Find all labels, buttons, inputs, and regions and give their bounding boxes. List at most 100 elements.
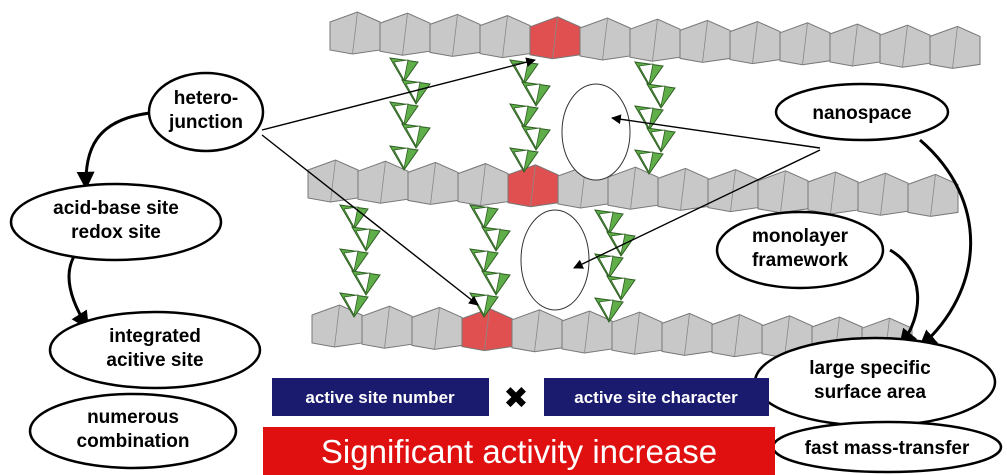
pillar-tetrahedron-face (393, 59, 409, 82)
pillar-tetrahedron-face (650, 85, 666, 108)
banner-activity-increase: Significant activity increase (263, 427, 775, 475)
pillar-tetrahedron-face (598, 211, 614, 234)
pillar-tetrahedron-face (598, 299, 614, 322)
octahedron-edge (484, 308, 490, 351)
octahedron-edge (952, 26, 958, 69)
pillar-tetrahedron-face (343, 206, 359, 229)
pillar-tetrahedron-face (393, 103, 409, 126)
active-site-character-label: active site character (574, 388, 738, 407)
arrow-acid-to-integrated (67, 246, 90, 330)
octahedron-edge (802, 22, 808, 65)
pillar-tetrahedron-face (343, 294, 359, 317)
octahedron-edge (584, 310, 590, 354)
pillar-tetrahedron-face (355, 272, 371, 295)
pillar-tetrahedron-face (513, 105, 529, 128)
octahedron-edge (480, 163, 486, 206)
arrow-nano-lower (573, 149, 821, 269)
pillar-tetrahedron-face (598, 255, 614, 278)
pillar-tetrahedron-face (650, 129, 666, 152)
octahedron-edge (330, 159, 336, 203)
octahedron-edge (384, 306, 390, 349)
pillar-tetrahedron-face (473, 206, 489, 229)
pillar-tetrahedron-face (485, 272, 501, 295)
active-site-number-label: active site number (305, 388, 455, 407)
octahedron-edge (680, 168, 686, 211)
nanospace-cavity-upper (561, 83, 631, 181)
octahedron-edge (534, 309, 540, 352)
pillar-tetrahedron-face (473, 250, 489, 273)
pillar-tetrahedron-face (638, 63, 654, 86)
octahedron-edge (930, 174, 936, 217)
banner-label: Significant activity increase (321, 433, 717, 470)
pillar-tetrahedron-face (513, 149, 529, 172)
large-surface-line1: large specific (809, 358, 931, 379)
octahedron-edge (752, 21, 758, 64)
octahedron-edge (902, 25, 908, 68)
arrow-hetero-top (261, 57, 536, 131)
large-surface-line2: surface area (814, 382, 926, 403)
octahedron-edge (784, 315, 790, 358)
octahedron-edge (530, 164, 536, 207)
octahedron-edge (430, 162, 436, 205)
acid-base-line2: redox site (71, 222, 161, 243)
octahedron-edge (852, 23, 858, 67)
octahedron-edge (880, 173, 886, 216)
octahedron-edge (402, 13, 408, 56)
pillar-tetrahedron-face (610, 277, 626, 300)
monolayer-line1: monolayer (752, 226, 849, 247)
nanospace-cavity-lower (520, 209, 590, 311)
flow-arrows (67, 111, 973, 349)
octahedron-edge (684, 313, 690, 356)
octahedron-edge (502, 15, 508, 58)
pillar-tetrahedron-face (525, 127, 541, 150)
integrated-line1: integrated (109, 326, 201, 347)
heterojunction-line2: junction (168, 112, 243, 133)
octahedron-edge (552, 16, 558, 59)
oval-integrated-site: integrated acitive site (48, 310, 262, 390)
octahedron-edge (780, 170, 786, 213)
pillar-tetrahedron-face (343, 250, 359, 273)
oval-heterojunction: hetero- junction (147, 71, 265, 153)
pillar-tetrahedron-face (485, 228, 501, 251)
octahedron-edge (630, 167, 636, 210)
octahedron-edge (334, 304, 340, 348)
oval-numerous-combination: numerous combination (28, 392, 238, 470)
pillar-tetrahedron-face (638, 151, 654, 174)
pillar-tetrahedron-face (355, 228, 371, 251)
octahedron-edge (452, 14, 458, 57)
nanospace-label: nanospace (812, 103, 911, 124)
box-active-site-character: active site character (544, 378, 769, 416)
pillar-tetrahedron-face (393, 147, 409, 170)
octahedron-edge (734, 314, 740, 357)
oval-monolayer: monolayer framework (715, 210, 885, 290)
numerous-line1: numerous (87, 407, 179, 428)
octahedral-layer-middle (307, 159, 959, 217)
heterojunction-line1: hetero- (174, 88, 238, 109)
octahedron-edge (634, 312, 640, 355)
arrow-hetero-to-acid (76, 111, 151, 190)
oval-large-surface: large specific surface area (753, 336, 997, 428)
arrow-nano-to-surface (918, 138, 973, 349)
octahedron-edge (352, 11, 358, 55)
octahedron-edge (602, 17, 608, 61)
pillar-tetrahedron-face (405, 125, 421, 148)
times-symbol: ✖ (503, 381, 528, 416)
oval-acid-base: acid-base site redox site (9, 182, 223, 262)
octahedron-edge (380, 161, 386, 204)
octahedron-edge (652, 19, 658, 62)
numerous-line2: combination (77, 431, 190, 452)
octahedron-edge (730, 169, 736, 212)
monolayer-line2: framework (752, 250, 849, 271)
arrow-monolayer-to-surface (889, 248, 920, 348)
fast-mass-label: fast mass-transfer (805, 438, 970, 459)
octahedron-edge (702, 20, 708, 63)
oval-nanospace: nanospace (774, 82, 950, 142)
box-active-site-number: active site number (272, 378, 489, 416)
octahedron-edge (830, 171, 836, 215)
octahedron-edge (434, 307, 440, 350)
acid-base-line1: acid-base site (53, 198, 179, 219)
pillar-tetrahedron-face (525, 83, 541, 106)
oval-fast-mass-transfer: fast mass-transfer (771, 420, 1003, 474)
connector-lines (261, 57, 821, 306)
